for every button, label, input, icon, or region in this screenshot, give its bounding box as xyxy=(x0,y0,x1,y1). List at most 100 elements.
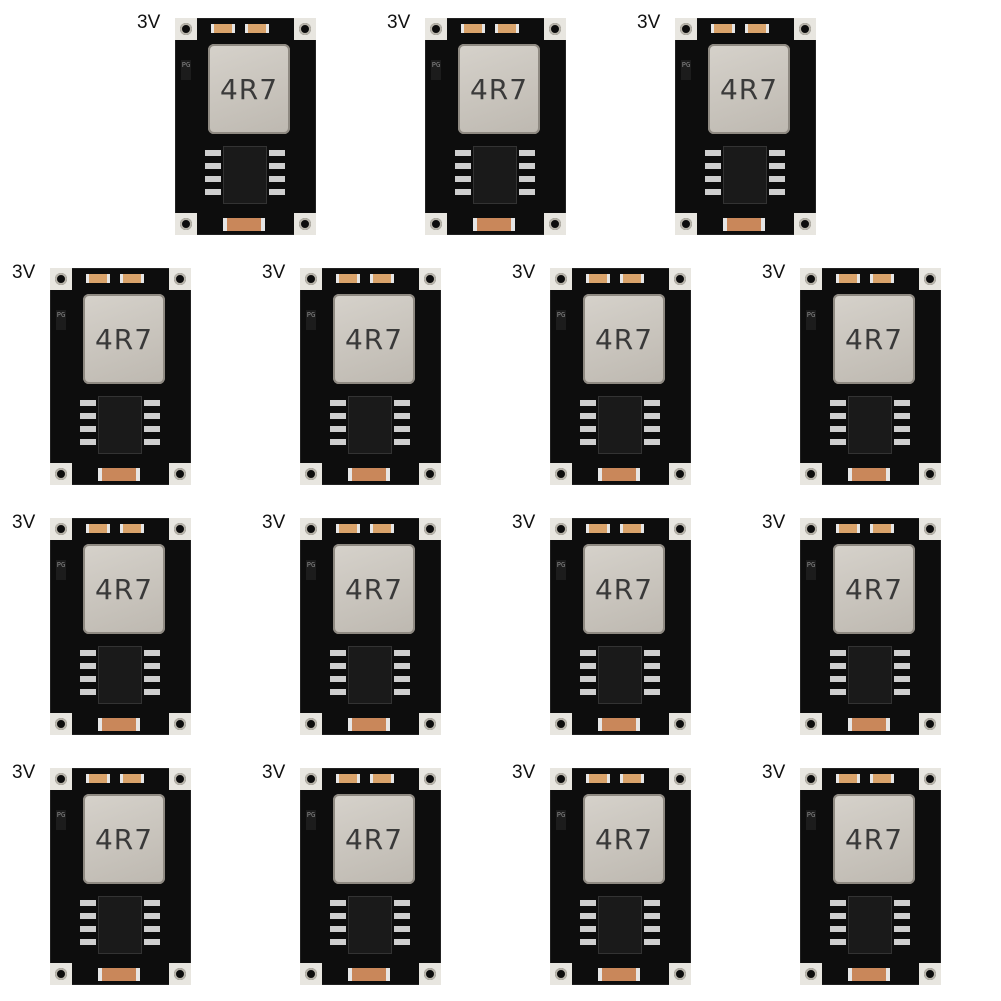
capacitor xyxy=(723,218,765,231)
mounting-pad xyxy=(50,713,72,735)
smd-component xyxy=(870,774,894,783)
capacitor xyxy=(598,968,640,981)
voltage-label: 3V xyxy=(262,262,286,283)
ic-chip xyxy=(473,146,517,204)
inductor: 4R7 xyxy=(83,544,165,634)
capacitor xyxy=(98,718,140,731)
mounting-pad xyxy=(550,518,572,540)
chip-pins xyxy=(330,650,346,702)
chip-pins xyxy=(330,400,346,452)
inductor: 4R7 xyxy=(458,44,540,134)
module-tile: 3V PG 4R7 xyxy=(0,500,250,750)
inductor-marking: 4R7 xyxy=(94,822,154,856)
module-tile: 3V PG 4R7 xyxy=(375,0,625,250)
pcb-board: PG 4R7 xyxy=(550,768,691,985)
mounting-pad xyxy=(669,518,691,540)
mounting-pad xyxy=(50,768,72,790)
voltage-label: 3V xyxy=(12,512,36,533)
pg-silkscreen: PG xyxy=(431,60,441,80)
module-tile: 3V PG 4R7 xyxy=(500,250,750,500)
voltage-label: 3V xyxy=(637,12,661,33)
mounting-pad xyxy=(800,963,822,985)
chip-pins xyxy=(144,900,160,952)
smd-component xyxy=(336,524,360,533)
smd-component xyxy=(211,24,235,33)
chip-pins xyxy=(580,900,596,952)
ic-chip xyxy=(723,146,767,204)
inductor-marking: 4R7 xyxy=(844,322,904,356)
mounting-pad xyxy=(419,268,441,290)
pg-silkscreen: PG xyxy=(681,60,691,80)
smd-component xyxy=(620,274,644,283)
pg-silkscreen: PG xyxy=(806,310,816,330)
smd-component xyxy=(495,24,519,33)
ic-chip xyxy=(98,896,142,954)
pcb-board: PG 4R7 xyxy=(550,518,691,735)
inductor-marking: 4R7 xyxy=(344,822,404,856)
mounting-pad xyxy=(800,463,822,485)
module-tile: 3V PG 4R7 xyxy=(500,500,750,750)
pg-silkscreen: PG xyxy=(56,810,66,830)
chip-pins xyxy=(830,900,846,952)
smd-component xyxy=(745,24,769,33)
smd-component xyxy=(870,524,894,533)
pg-silkscreen: PG xyxy=(56,310,66,330)
inductor: 4R7 xyxy=(83,794,165,884)
ic-chip xyxy=(348,646,392,704)
chip-pins xyxy=(705,150,721,202)
mounting-pad xyxy=(800,518,822,540)
mounting-pad xyxy=(669,768,691,790)
chip-pins xyxy=(269,150,285,202)
chip-pins xyxy=(80,650,96,702)
mounting-pad xyxy=(175,18,197,40)
inductor: 4R7 xyxy=(833,294,915,384)
pcb-board: PG 4R7 xyxy=(425,18,566,235)
ic-chip xyxy=(598,896,642,954)
chip-pins xyxy=(144,650,160,702)
smd-component xyxy=(336,774,360,783)
mounting-pad xyxy=(675,213,697,235)
pg-silkscreen: PG xyxy=(806,810,816,830)
chip-pins xyxy=(330,900,346,952)
mounting-pad xyxy=(169,713,191,735)
module-tile: 3V PG 4R7 xyxy=(750,750,1000,1000)
chip-pins xyxy=(830,650,846,702)
mounting-pad xyxy=(550,713,572,735)
chip-pins xyxy=(894,400,910,452)
inductor-marking: 4R7 xyxy=(844,822,904,856)
mounting-pad xyxy=(425,18,447,40)
smd-component xyxy=(586,274,610,283)
pcb-board: PG 4R7 xyxy=(550,268,691,485)
mounting-pad xyxy=(550,963,572,985)
voltage-label: 3V xyxy=(387,12,411,33)
mounting-pad xyxy=(794,18,816,40)
pcb-board: PG 4R7 xyxy=(800,268,941,485)
mounting-pad xyxy=(669,463,691,485)
voltage-label: 3V xyxy=(12,262,36,283)
module-tile: 3V PG 4R7 xyxy=(250,500,500,750)
pcb-board: PG 4R7 xyxy=(300,268,441,485)
chip-pins xyxy=(580,650,596,702)
smd-component xyxy=(461,24,485,33)
mounting-pad xyxy=(419,768,441,790)
chip-pins xyxy=(894,900,910,952)
capacitor xyxy=(98,468,140,481)
ic-chip xyxy=(598,646,642,704)
mounting-pad xyxy=(544,213,566,235)
mounting-pad xyxy=(300,518,322,540)
smd-component xyxy=(370,524,394,533)
mounting-pad xyxy=(550,268,572,290)
inductor-marking: 4R7 xyxy=(94,322,154,356)
mounting-pad xyxy=(419,463,441,485)
smd-component xyxy=(120,274,144,283)
ic-chip xyxy=(348,396,392,454)
mounting-pad xyxy=(300,963,322,985)
capacitor xyxy=(348,468,390,481)
inductor: 4R7 xyxy=(583,794,665,884)
smd-component xyxy=(711,24,735,33)
chip-pins xyxy=(519,150,535,202)
pcb-board: PG 4R7 xyxy=(300,518,441,735)
pcb-board: PG 4R7 xyxy=(50,768,191,985)
inductor-marking: 4R7 xyxy=(219,72,279,106)
